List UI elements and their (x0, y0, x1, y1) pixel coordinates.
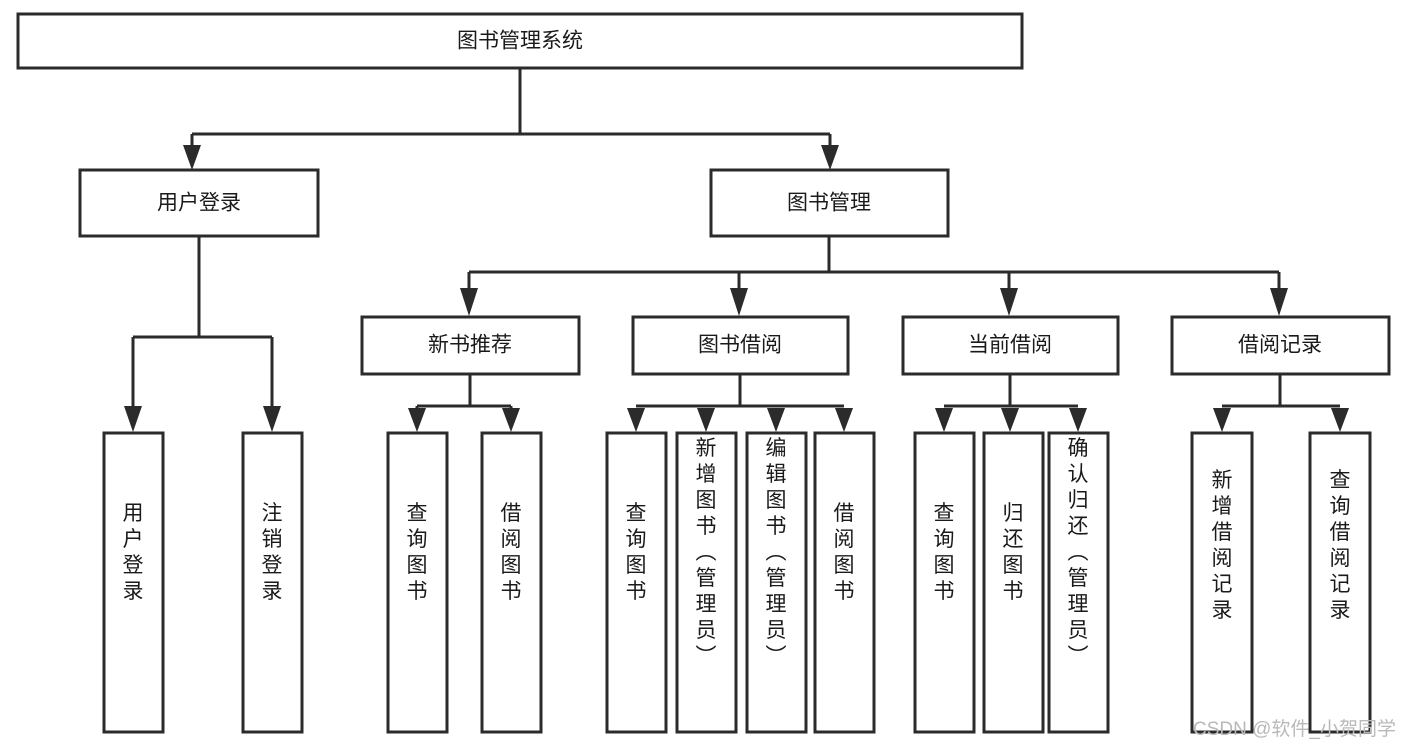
node-new-book-recommend-label: 新书推荐 (428, 334, 512, 357)
node-leaf-user-login-label: 用户登录 (123, 502, 144, 603)
node-leaf-edit-book-label: 编辑图书︵管理员︶ (766, 437, 787, 668)
node-leaf-borrow-book-1-label: 借阅图书 (501, 502, 522, 603)
arrow-head-borrow-record (1270, 288, 1288, 316)
arrow-head-leaf-confirm-return (1069, 408, 1087, 432)
node-leaf-borrow-book-2-box[interactable] (813, 431, 876, 734)
node-root-label: 图书管理系统 (457, 30, 583, 53)
node-leaf-add-book[interactable]: 新增图书︵管理员︶ (675, 431, 738, 734)
node-leaf-query-book-2[interactable]: 查询图书 (605, 431, 668, 734)
node-current-borrow[interactable]: 当前借阅 (901, 315, 1120, 376)
arrow-head-leaf-edit-book (767, 408, 785, 432)
arrow-head-leaf-borrow-book-2 (835, 408, 853, 432)
arrow-head-book-manage (821, 145, 839, 170)
node-current-borrow-box[interactable] (901, 315, 1120, 376)
node-current-borrow-label: 当前借阅 (968, 334, 1052, 357)
node-root-box[interactable] (16, 12, 1024, 70)
node-book-borrow-label: 图书借阅 (698, 334, 782, 357)
node-leaf-user-logout-box[interactable] (241, 431, 304, 734)
node-leaf-query-record-box[interactable] (1308, 431, 1372, 734)
node-borrow-record-box[interactable] (1170, 315, 1391, 376)
node-leaf-query-book-3[interactable]: 查询图书 (913, 431, 976, 734)
arrow-head-new-book-recommend (460, 288, 478, 316)
arrow-head-book-borrow (730, 288, 748, 316)
node-book-manage[interactable]: 图书管理 (709, 168, 950, 238)
node-user-login-box[interactable] (78, 168, 320, 238)
node-leaf-borrow-book-2-label: 借阅图书 (834, 502, 855, 603)
node-borrow-record-label: 借阅记录 (1238, 334, 1322, 357)
arrow-head-leaf-add-book (697, 408, 715, 432)
node-new-book-recommend[interactable]: 新书推荐 (360, 315, 581, 376)
node-leaf-confirm-return-label: 确认归还︵管理员︶ (1068, 437, 1089, 668)
arrow-head-leaf-query-book-2 (627, 408, 645, 432)
node-leaf-user-logout-label: 注销登录 (262, 502, 283, 603)
arrow-head-leaf-add-record (1213, 408, 1231, 432)
node-leaf-borrow-book-1-box[interactable] (480, 431, 543, 734)
node-leaf-query-book-3-label: 查询图书 (934, 502, 955, 603)
node-root[interactable]: 图书管理系统 (16, 12, 1024, 70)
node-leaf-return-book-label: 归还图书 (1003, 502, 1024, 603)
node-leaf-query-book-2-label: 查询图书 (626, 502, 647, 603)
node-leaf-edit-book-box[interactable] (745, 431, 808, 734)
node-leaf-query-book-2-box[interactable] (605, 431, 668, 734)
connector-layer (124, 68, 1349, 432)
node-leaf-edit-book[interactable]: 编辑图书︵管理员︶ (745, 431, 808, 734)
arrow-head-leaf-query-book-1 (408, 408, 426, 432)
node-leaf-query-record-label: 查询借阅记录 (1330, 469, 1351, 622)
watermark-label: CSDN @软件_小贺同学 (1193, 718, 1396, 740)
node-leaf-return-book-box[interactable] (982, 431, 1045, 734)
arrow-head-leaf-query-book-3 (935, 408, 953, 432)
node-new-book-recommend-box[interactable] (360, 315, 581, 376)
node-book-borrow-box[interactable] (631, 315, 850, 376)
node-leaf-user-login[interactable]: 用户登录 (102, 431, 165, 734)
node-leaf-borrow-book-1[interactable]: 借阅图书 (480, 431, 543, 734)
node-leaf-borrow-book-2[interactable]: 借阅图书 (813, 431, 876, 734)
node-book-manage-label: 图书管理 (787, 192, 871, 215)
node-leaf-query-book-3-box[interactable] (913, 431, 976, 734)
node-leaf-user-logout[interactable]: 注销登录 (241, 431, 304, 734)
node-leaf-user-login-box[interactable] (102, 431, 165, 734)
node-user-login-label: 用户登录 (157, 192, 241, 215)
node-leaf-query-book-1[interactable]: 查询图书 (386, 431, 449, 734)
node-leaf-add-record-box[interactable] (1190, 431, 1254, 734)
node-leaf-return-book[interactable]: 归还图书 (982, 431, 1045, 734)
arrow-head-leaf-return-book (1001, 408, 1019, 432)
node-leaf-add-book-label: 新增图书︵管理员︶ (696, 437, 717, 668)
node-leaf-add-record-label: 新增借阅记录 (1212, 469, 1233, 622)
arrow-head-leaf-query-record (1331, 408, 1349, 432)
node-borrow-record[interactable]: 借阅记录 (1170, 315, 1391, 376)
node-leaf-confirm-return-box[interactable] (1047, 431, 1110, 734)
node-leaf-add-record[interactable]: 新增借阅记录 (1190, 431, 1254, 734)
node-leaf-add-book-box[interactable] (675, 431, 738, 734)
node-leaf-query-record[interactable]: 查询借阅记录 (1308, 431, 1372, 734)
arrow-head-current-borrow (1000, 288, 1018, 316)
node-book-manage-box[interactable] (709, 168, 950, 238)
node-user-login[interactable]: 用户登录 (78, 168, 320, 238)
node-leaf-confirm-return[interactable]: 确认归还︵管理员︶ (1047, 431, 1110, 734)
arrow-head-leaf-borrow-book-1 (502, 408, 520, 432)
arrow-head-leaf-user-login (124, 406, 142, 432)
arrow-head-user-login (183, 145, 201, 170)
node-book-borrow[interactable]: 图书借阅 (631, 315, 850, 376)
node-leaf-query-book-1-box[interactable] (386, 431, 449, 734)
node-leaf-query-book-1-label: 查询图书 (407, 502, 428, 603)
arrow-head-leaf-user-logout (263, 406, 281, 432)
